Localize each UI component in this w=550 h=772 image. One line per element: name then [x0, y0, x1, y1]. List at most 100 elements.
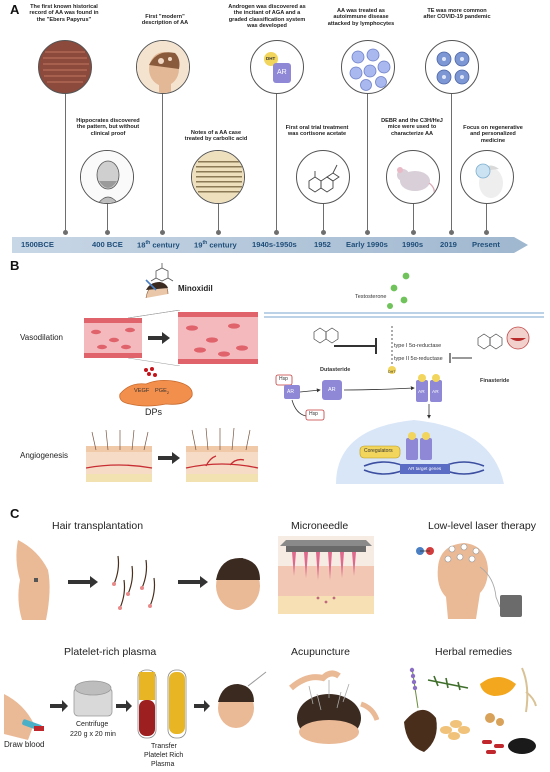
transfer-label-1: Transfer	[151, 743, 177, 750]
panel-a-letter: A	[10, 2, 20, 17]
event-covid-te: TE was more common after COVID-19 pandem…	[423, 8, 491, 21]
prp-illustration	[4, 669, 267, 740]
event-hippocrates: Hippocrates discovered the pattern, but …	[76, 118, 140, 137]
event-modern-description: First "modern" description of AA	[141, 14, 189, 27]
dot-1940s	[274, 230, 279, 235]
centrifuge-params-label: 220 g x 20 min	[70, 731, 116, 738]
head-sketch-image	[136, 40, 190, 94]
vessel-diagram	[84, 310, 258, 366]
dht-ar-image: DHT AR	[250, 40, 304, 94]
transfer-label-3: Plasma	[151, 761, 175, 768]
testosterone-label: Testosterone	[355, 294, 387, 300]
dot-1500bce	[63, 230, 68, 235]
hsp-label-1: Hsp	[279, 376, 288, 382]
laser-therapy-illustration	[416, 543, 522, 619]
event-carbolic-acid: Notes of a AA case treated by carbolic a…	[184, 130, 248, 143]
herbal-remedies-title: Herbal remedies	[435, 646, 513, 658]
tl-label-1500bce: 1500BCE	[21, 240, 54, 249]
pge-label: PGE2	[155, 388, 169, 395]
dht-label: DHT	[266, 56, 276, 61]
tl-18-word: century	[152, 240, 180, 250]
stem-1940s	[276, 78, 277, 232]
type1-reductase-label: type I 5α-reductase	[394, 343, 442, 349]
dot-400bce	[105, 230, 110, 235]
dot-18th	[160, 230, 165, 235]
dps-label: DPs	[145, 407, 163, 417]
acupuncture-illustration	[289, 670, 379, 744]
angiogenesis-label: Angiogenesis	[20, 451, 69, 460]
tl-label-1990s: 1990s	[402, 240, 424, 249]
tl-label-early-1990s: Early 1990s	[346, 240, 388, 249]
vasodilation-label: Vasodilation	[20, 333, 63, 342]
hair-transplant-illustration	[16, 540, 260, 620]
ar-label: AR	[277, 69, 287, 76]
dp-cell	[119, 367, 193, 407]
cortisone-molecule-image	[296, 150, 350, 204]
type2-reductase-label: type II 5α-reductase	[394, 356, 443, 362]
event-autoimmune: AA was treated as autoimmune disease att…	[327, 8, 395, 27]
hippocrates-image	[80, 150, 134, 204]
laser-therapy-title: Low-level laser therapy	[428, 520, 536, 532]
ar-target-genes-label: AR target genes	[408, 466, 442, 471]
skin-angiogenesis-diagram	[86, 428, 259, 482]
pge-text: PGE	[155, 388, 167, 394]
centrifuge-label: Centrifuge	[76, 721, 109, 728]
virus-image	[425, 40, 479, 94]
ar-label-2: AR	[328, 387, 336, 393]
dot-present	[484, 230, 489, 235]
stem-2019	[451, 78, 452, 232]
papyrus-image	[38, 40, 92, 94]
event-regenerative: Focus on regenerative and personalized m…	[463, 125, 523, 144]
tl-label-19th: 19th century	[194, 240, 237, 250]
tl-label-1952: 1952	[314, 240, 331, 249]
regenerative-image	[460, 150, 514, 204]
tl-18-suffix: th	[145, 240, 151, 246]
event-mice: DEBR and the C3H/HeJ mice were used to c…	[381, 118, 443, 137]
tl-label-present: Present	[472, 240, 500, 249]
event-cortisone: First oral trial treatment was cortisone…	[285, 125, 349, 138]
stem-18th	[162, 78, 163, 232]
stem-early-1990s	[367, 78, 368, 232]
dot-2019	[449, 230, 454, 235]
stem-19th	[218, 198, 219, 232]
ar-dimer-label-1: AR	[418, 390, 425, 395]
ar-dimer-label-2: AR	[432, 390, 439, 395]
coregulators-label: Coregulators	[364, 448, 393, 454]
tl-label-1940s: 1940s-1950s	[252, 240, 297, 249]
acupuncture-title: Acupuncture	[291, 646, 350, 658]
stem-1500bce	[65, 78, 66, 232]
minoxidil-label: Minoxidil	[178, 284, 213, 293]
draw-blood-label: Draw blood	[4, 740, 45, 749]
vegf-label: VEGF	[134, 388, 150, 394]
dot-early-1990s	[365, 230, 370, 235]
event-androgen: Androgen was discovered as the incitant …	[228, 4, 306, 30]
ar-label-1: AR	[287, 389, 294, 395]
lymphocytes-image	[341, 40, 395, 94]
event-ebers-papyrus: The first known historical record of AA …	[29, 4, 99, 23]
finasteride-label: Finasteride	[480, 378, 510, 384]
dht-label-b: DHT	[388, 370, 396, 374]
panel-c-letter: C	[10, 506, 20, 521]
timeline-arrow	[12, 237, 528, 253]
tl-18-num: 18	[137, 240, 146, 250]
tl-label-400bce: 400 BCE	[92, 240, 123, 249]
stem-400bce	[107, 198, 108, 232]
hsp-label-2: Hsp	[309, 411, 318, 417]
tl-19-suffix: th	[202, 240, 208, 246]
dot-1952	[321, 230, 326, 235]
prp-title: Platelet-rich plasma	[64, 646, 157, 658]
androgen-pathway-diagram	[264, 272, 544, 484]
dot-19th	[216, 230, 221, 235]
tl-label-2019: 2019	[440, 240, 457, 249]
microneedle-title: Microneedle	[291, 520, 349, 532]
minoxidil-molecule	[145, 263, 174, 299]
tl-19-word: century	[209, 240, 237, 250]
stem-present	[486, 198, 487, 232]
pge-subscript: 2	[166, 390, 170, 396]
mouse-image	[386, 150, 440, 204]
stem-1990s	[413, 198, 414, 232]
tl-label-18th: 18th century	[137, 240, 180, 250]
old-notes-image	[191, 150, 245, 204]
dutasteride-label: Dutasteride	[320, 367, 351, 373]
stem-1952	[323, 198, 324, 232]
